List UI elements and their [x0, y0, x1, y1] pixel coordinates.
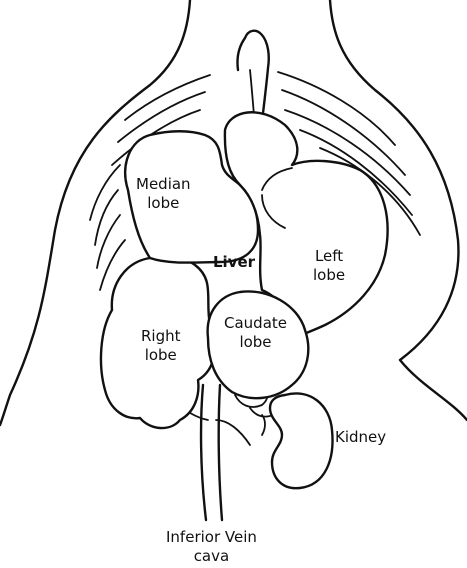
inferior-vein-cava-label-line-2: cava	[166, 547, 257, 566]
liver-label-text: Liver	[213, 253, 255, 272]
caudate-lobe-label-line-2: lobe	[224, 333, 287, 352]
kidney-label-text: Kidney	[335, 428, 386, 447]
caudate-lobe-label: Caudate lobe	[224, 314, 287, 352]
median-lobe-label-line-2: lobe	[136, 194, 191, 213]
left-lobe-label-line-2: lobe	[313, 266, 345, 285]
left-lobe-label-line-1: Left	[313, 247, 345, 266]
kidney-hilum	[262, 415, 265, 435]
kidney-shape	[270, 393, 333, 488]
inferior-vein-cava-label: Inferior Vein cava	[166, 528, 257, 566]
caudate-lobe-label-line-1: Caudate	[224, 314, 287, 333]
inferior-vein-cava-label-line-1: Inferior Vein	[166, 528, 257, 547]
liver-label: Liver	[213, 253, 255, 272]
median-lobe-label: Median lobe	[136, 175, 191, 213]
right-lobe-label-line-2: lobe	[141, 346, 181, 365]
right-lobe-label: Right lobe	[141, 327, 181, 365]
right-lobe-label-line-1: Right	[141, 327, 181, 346]
kidney-label: Kidney	[335, 428, 386, 447]
left-lobe-label: Left lobe	[313, 247, 345, 285]
median-lobe-label-line-1: Median	[136, 175, 191, 194]
